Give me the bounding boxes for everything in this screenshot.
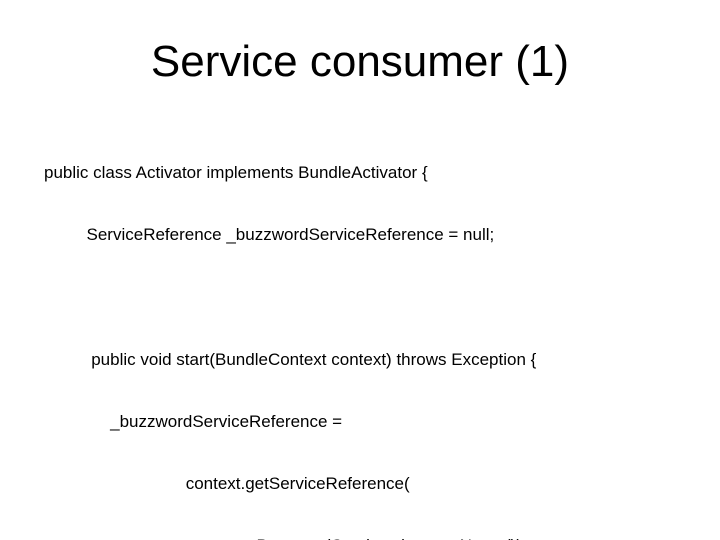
code-line: BuzzwordService.class.getName()); bbox=[44, 536, 720, 540]
code-line: public class Activator implements Bundle… bbox=[44, 163, 428, 183]
code-line: context.getServiceReference( bbox=[44, 473, 410, 493]
code-line-blank bbox=[44, 287, 720, 308]
code-block: public class Activator implements Bundle… bbox=[44, 122, 720, 540]
slide-title: Service consumer (1) bbox=[150, 37, 570, 86]
code-line: _buzzwordServiceReference = bbox=[44, 411, 343, 431]
code-line: public void start(BundleContext context)… bbox=[44, 349, 537, 369]
code-line: ServiceReference _buzzwordServiceReferen… bbox=[44, 225, 495, 245]
